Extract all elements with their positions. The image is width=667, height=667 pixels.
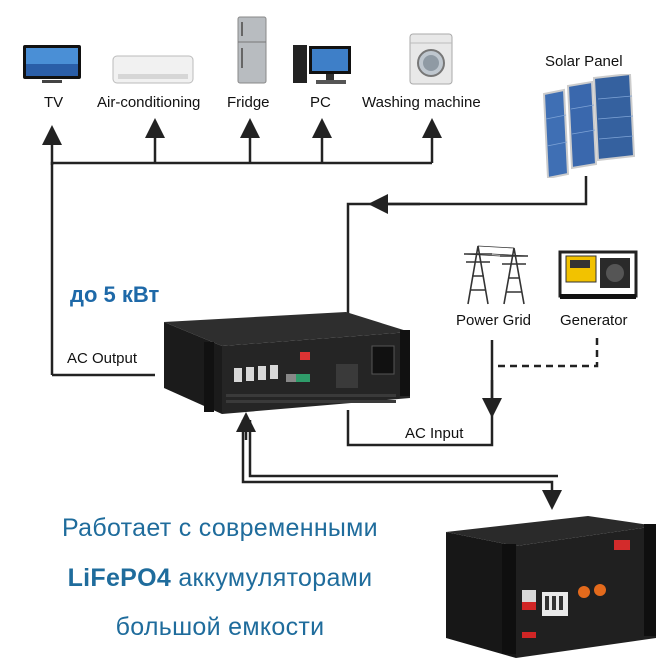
pc-label: PC [310, 94, 331, 111]
generator-label: Generator [560, 312, 628, 329]
ac-output-label: AC Output [67, 350, 138, 367]
air-conditioner-icon [112, 55, 194, 90]
generator-icon [556, 246, 640, 307]
inverter-icon [150, 312, 420, 427]
caption-line-2-bold: LiFePO4 [67, 564, 172, 592]
solar-panel-icon [538, 72, 638, 183]
caption-line-3: большой емкости [115, 613, 325, 641]
caption-line-2-rest: аккумуляторами [171, 564, 373, 592]
fridge-label: Fridge [227, 94, 270, 111]
power-grid-label: Power Grid [456, 312, 532, 329]
battery-line [241, 420, 562, 510]
caption-line-2: LiFePO4 аккумуляторами [0, 564, 440, 593]
washing-machine-icon [409, 33, 453, 90]
generator-line [495, 338, 599, 368]
tv-label: TV [44, 94, 64, 111]
power-grid-icon [458, 236, 534, 311]
tv-icon [22, 44, 82, 91]
solar-line [346, 176, 588, 335]
pc-icon [292, 42, 354, 91]
battery-icon [442, 510, 662, 667]
air-conditioning-label: Air-conditioning [97, 94, 201, 111]
fridge-icon [237, 16, 267, 89]
ac-input-label: AC Input [405, 425, 464, 442]
power-rating: до 5 кВт [70, 282, 160, 307]
caption-line-1: Работает с современными [62, 514, 378, 542]
solar-panel-label: Solar Panel [545, 53, 623, 70]
washing-machine-label: Washing machine [362, 94, 481, 111]
